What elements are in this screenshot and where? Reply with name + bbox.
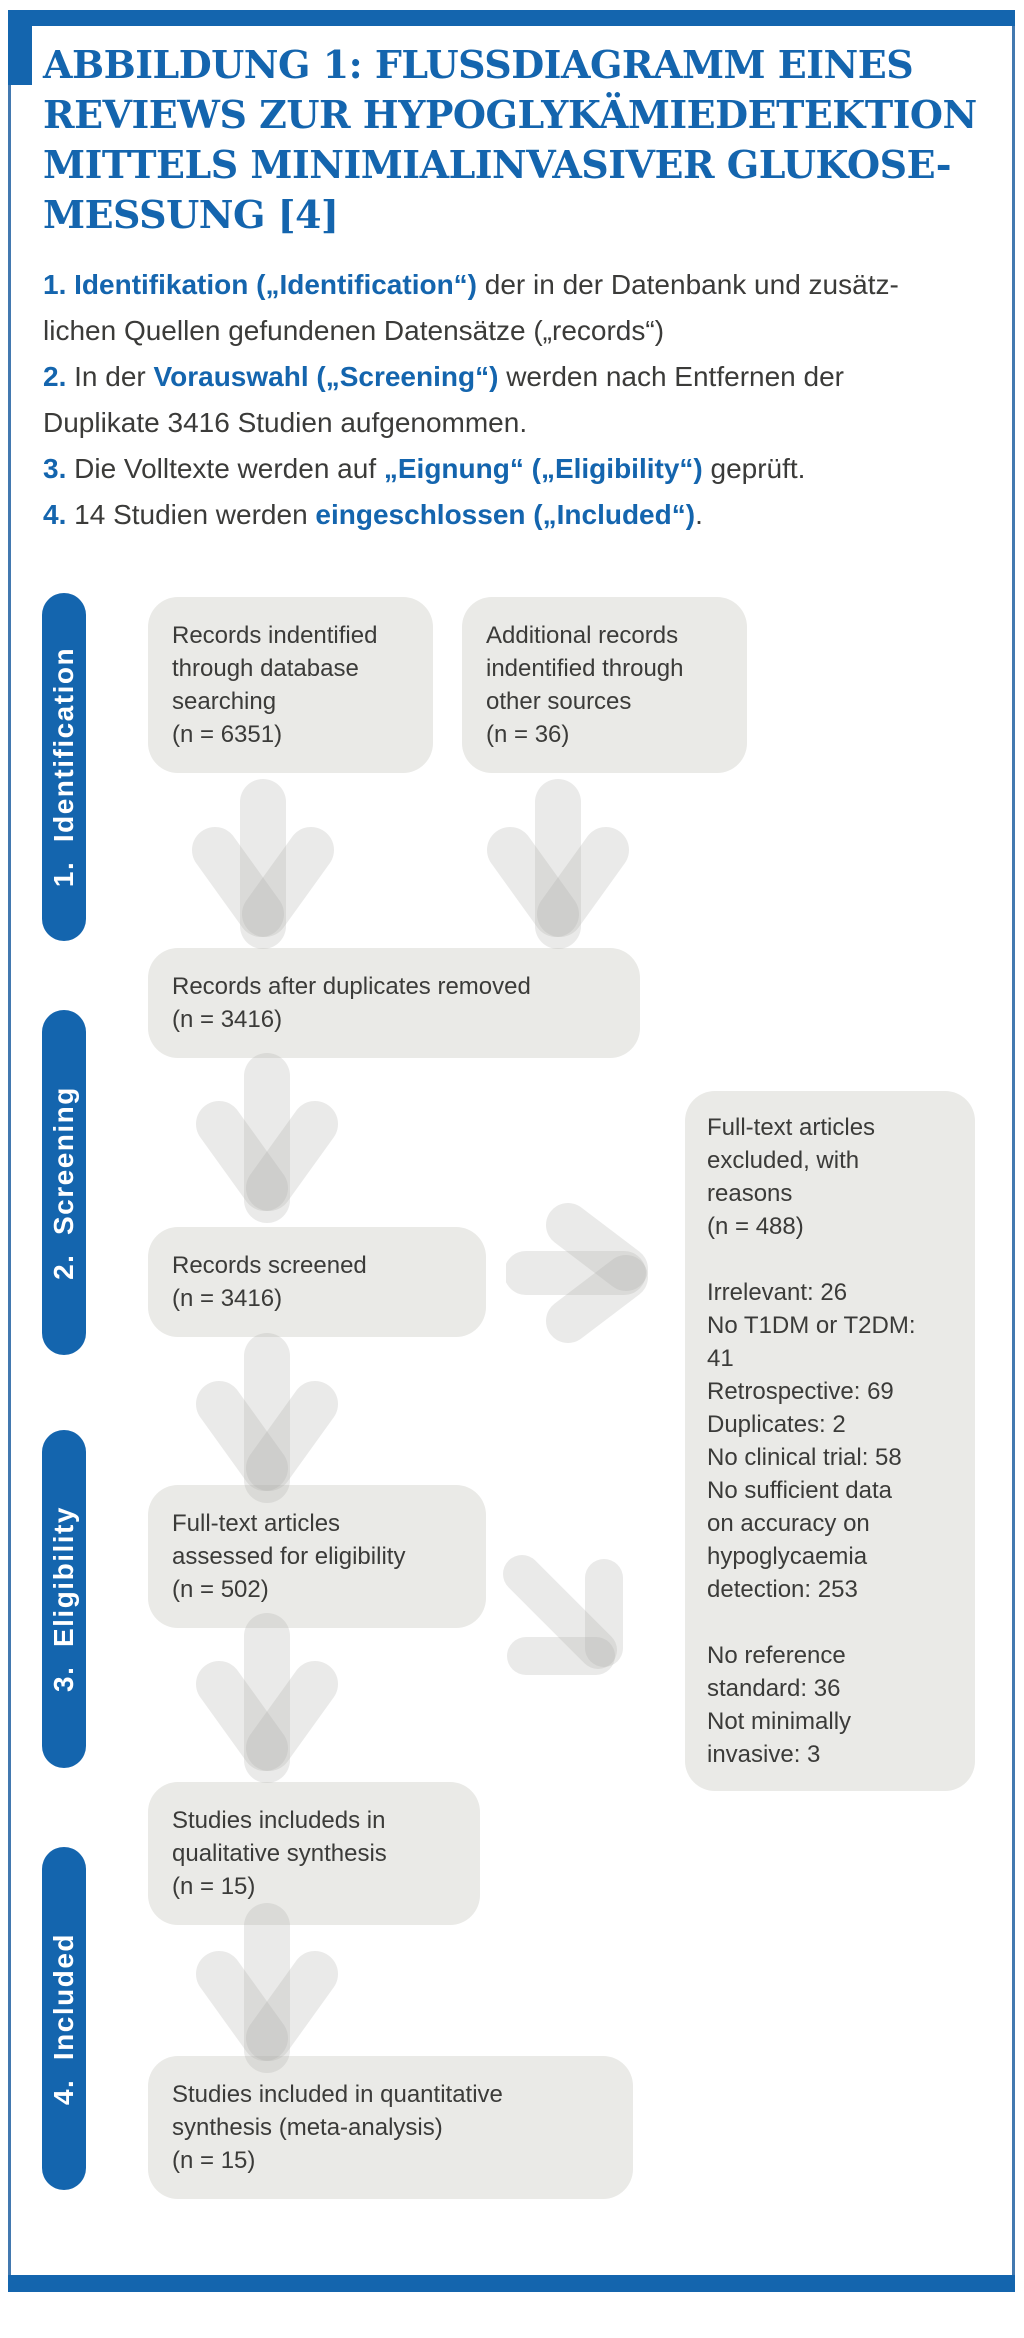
legend-step-2-cont: Duplikate 3416 Studien aufgenommen. <box>43 407 528 438</box>
arrow-down-icon <box>487 779 629 949</box>
left-border <box>8 10 11 2292</box>
box-fulltext-excluded: Full-text articles excluded, with reason… <box>685 1091 975 1791</box>
box-qualitative-synthesis: Studies includeds in qualitative synthes… <box>148 1782 480 1925</box>
right-border <box>1012 10 1015 2292</box>
figure-legend: 1. Identifikation („Identification“) der… <box>43 262 1003 538</box>
legend-step-4: 4. 14 Studien werden eingeschlossen („In… <box>43 499 703 530</box>
box-records-screened: Records screened (n = 3416) <box>148 1227 486 1337</box>
box-records-database: Records indentified through database sea… <box>148 597 433 773</box>
top-border-bar <box>8 10 1015 26</box>
rail-pill-identification: 1. Identification <box>42 593 86 941</box>
bottom-border-bar <box>8 2275 1015 2292</box>
rail-pill-eligibility: 3. Eligibility <box>42 1430 86 1768</box>
arrow-down-icon <box>196 1053 338 1223</box>
box-duplicates-removed: Records after duplicates removed (n = 34… <box>148 948 640 1058</box>
rail-pill-included: 4. Included <box>42 1847 86 2190</box>
figure-title: ABBILDUNG 1: FLUSSDIAGRAMM EINES REVIEWS… <box>43 42 977 237</box>
rail-pill-screening: 2. Screening <box>42 1010 86 1355</box>
box-records-other-sources: Additional records indentified through o… <box>462 597 747 773</box>
legend-step-2-number: 2. <box>43 361 67 392</box>
arrow-down-icon <box>192 779 334 949</box>
arrow-down-right-icon <box>503 1555 623 1675</box>
arrow-down-icon <box>196 1613 338 1783</box>
legend-step-1: 1. Identifikation („Identification“) der… <box>43 269 899 300</box>
box-quantitative-synthesis: Studies included in quantitative synthes… <box>148 2056 633 2199</box>
arrow-right-icon <box>506 1203 648 1343</box>
legend-step-2: 2. In der Vorauswahl („Screening“) werde… <box>43 361 844 392</box>
box-fulltext-assessed: Full-text articles assessed for eligibil… <box>148 1485 486 1628</box>
corner-accent-block <box>8 10 32 85</box>
arrow-down-icon <box>196 1333 338 1503</box>
legend-step-4-number: 4. <box>43 499 67 530</box>
legend-step-3: 3. Die Volltexte werden auf „Eignung“ („… <box>43 453 806 484</box>
legend-step-1-cont: lichen Quellen gefundenen Datensätze („r… <box>43 315 665 346</box>
legend-step-3-number: 3. <box>43 453 67 484</box>
arrow-down-icon <box>196 1903 338 2073</box>
legend-step-1-number: 1. Identifikation („Identification“) <box>43 269 477 300</box>
